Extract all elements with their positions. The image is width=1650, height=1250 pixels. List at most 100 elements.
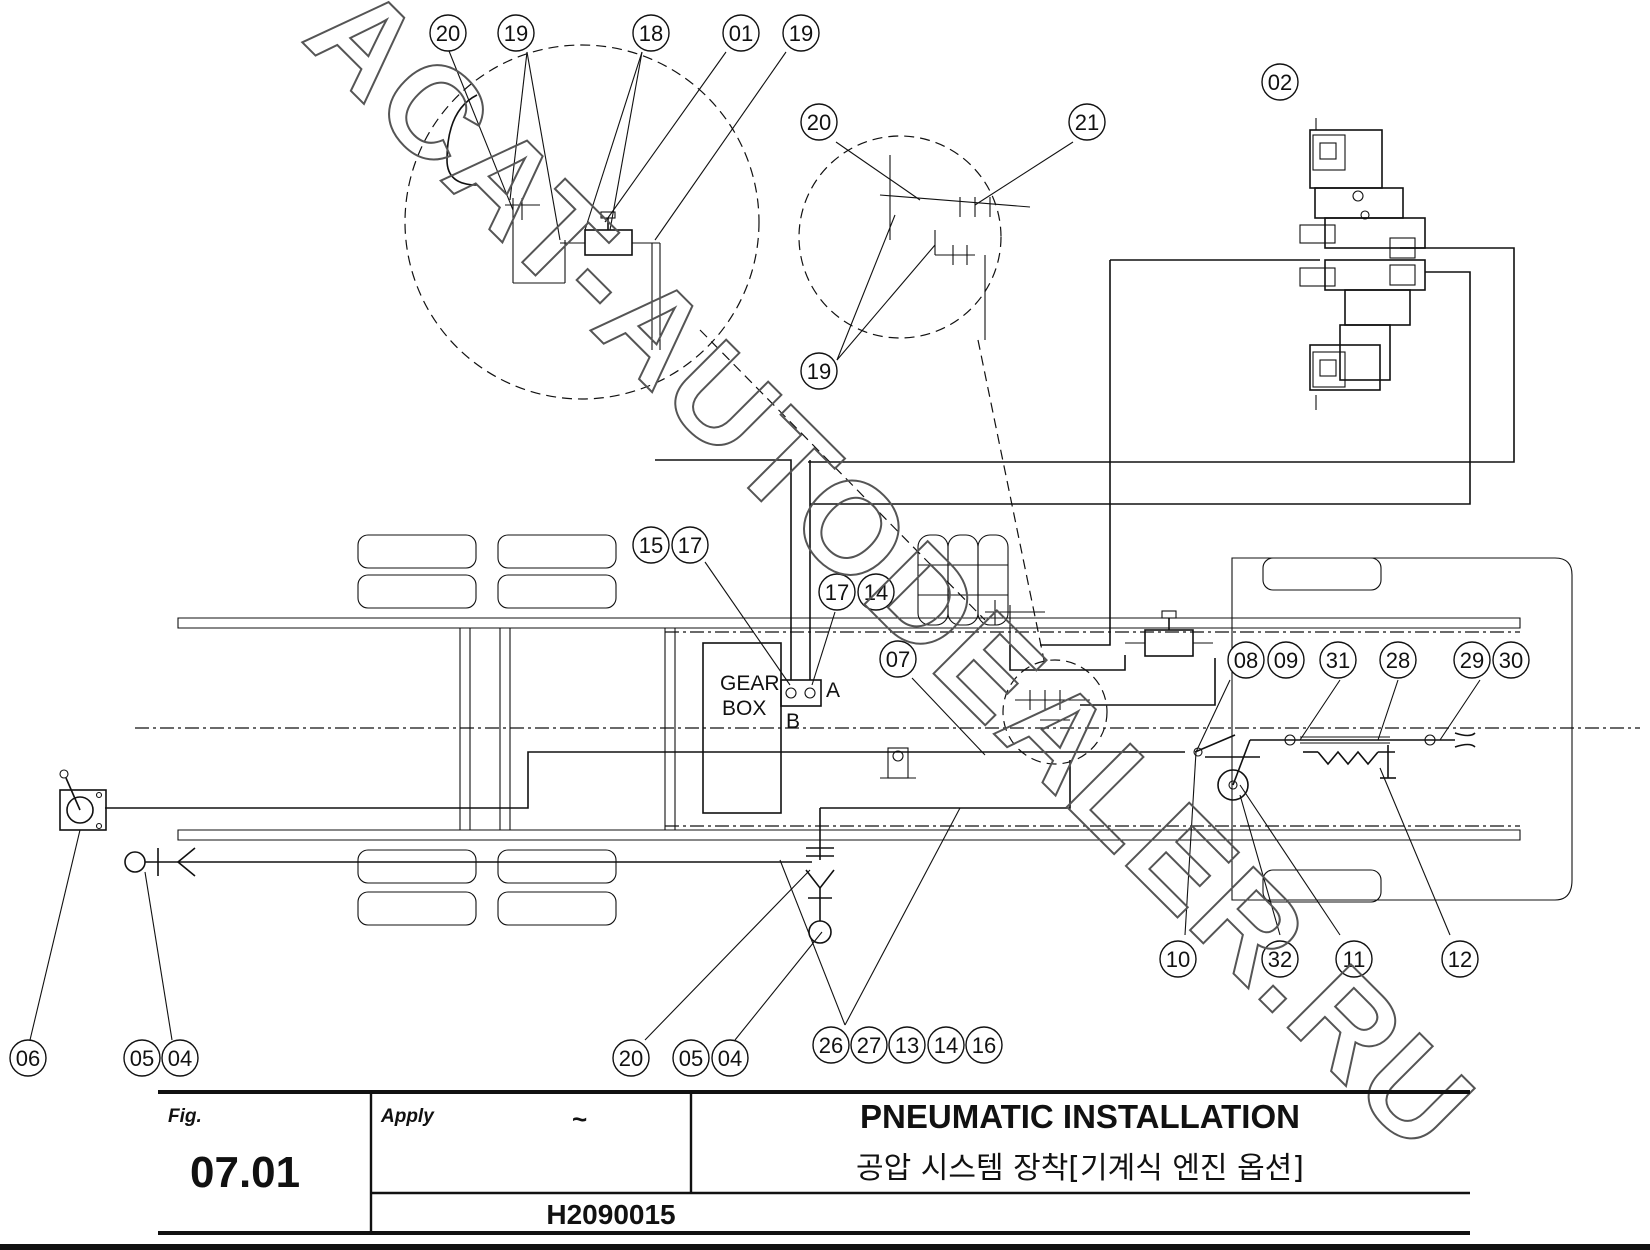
tank-fittings <box>985 600 1045 645</box>
detail-view-3 <box>1002 659 1108 765</box>
callout-01: 01 <box>722 14 760 52</box>
gear-box-label-1: GEAR <box>720 672 780 695</box>
svg-text:12: 12 <box>1448 947 1472 972</box>
callout-21: 21 <box>1068 103 1106 141</box>
callout-18: 18 <box>632 14 670 52</box>
callout-12: 12 <box>1441 940 1479 978</box>
callout-29: 29 <box>1453 641 1491 679</box>
svg-text:14: 14 <box>864 580 888 605</box>
air-tanks <box>917 534 1009 626</box>
pneumatic-lines <box>105 247 1515 863</box>
svg-text:20: 20 <box>619 1046 643 1071</box>
svg-text:01: 01 <box>729 21 753 46</box>
callout-14-b: 14 <box>927 1026 965 1064</box>
callout-17-a: 17 <box>671 526 709 564</box>
svg-text:08: 08 <box>1234 648 1258 673</box>
callout-13: 13 <box>888 1026 926 1064</box>
svg-text:06: 06 <box>16 1046 40 1071</box>
coupling-left <box>124 847 196 877</box>
apply-value: ~ <box>572 1104 587 1134</box>
svg-text:13: 13 <box>895 1033 919 1058</box>
callout-19-top: 19 <box>497 14 535 52</box>
svg-text:02: 02 <box>1268 70 1292 95</box>
svg-text:14: 14 <box>934 1033 958 1058</box>
chassis-valve <box>1125 610 1213 657</box>
callout-08: 08 <box>1227 641 1265 679</box>
detail-view-1 <box>404 44 760 400</box>
callout-group: 20 19 18 01 19 02 20 21 19 15 17 17 14 0… <box>9 14 1530 1077</box>
callout-27: 27 <box>850 1026 888 1064</box>
callout-32: 32 <box>1261 940 1299 978</box>
fig-number: 07.01 <box>190 1148 300 1197</box>
callout-04-bottom: 04 <box>711 1039 749 1077</box>
gear-box-label-2: BOX <box>722 697 766 720</box>
svg-text:16: 16 <box>972 1033 996 1058</box>
svg-text:21: 21 <box>1075 110 1099 135</box>
callout-02: 02 <box>1261 63 1299 101</box>
title-block: Fig. 07.01 Apply ~ PNEUMATIC INSTALLATIO… <box>0 1090 1650 1250</box>
inline-valve <box>880 747 916 779</box>
callout-30: 30 <box>1492 641 1530 679</box>
gear-box-port-b: B <box>786 710 800 733</box>
callout-19-detail2: 19 <box>800 352 838 390</box>
callout-19-right: 19 <box>782 14 820 52</box>
component-06 <box>59 769 107 831</box>
callout-20-top: 20 <box>429 14 467 52</box>
coupling-bottom <box>805 847 835 944</box>
svg-text:09: 09 <box>1274 648 1298 673</box>
fig-label: Fig. <box>168 1106 202 1127</box>
callout-10: 10 <box>1159 940 1197 978</box>
title-korean: 공압 시스템 장착[기계식 엔진 옵션] <box>856 1151 1304 1186</box>
callout-14-a: 14 <box>857 573 895 611</box>
callout-05-left: 05 <box>123 1039 161 1077</box>
svg-text:04: 04 <box>718 1046 742 1071</box>
svg-text:32: 32 <box>1268 947 1292 972</box>
svg-text:11: 11 <box>1343 947 1366 972</box>
detail-view-2 <box>798 135 1031 339</box>
callout-26: 26 <box>812 1026 850 1064</box>
callout-04-left: 04 <box>161 1039 199 1077</box>
svg-text:10: 10 <box>1166 947 1190 972</box>
svg-text:17: 17 <box>678 533 702 558</box>
svg-text:30: 30 <box>1499 648 1523 673</box>
svg-text:05: 05 <box>679 1046 703 1071</box>
callout-20-detail2: 20 <box>800 103 838 141</box>
svg-text:19: 19 <box>504 21 528 46</box>
callout-20-bottom: 20 <box>612 1039 650 1077</box>
title-english: PNEUMATIC INSTALLATION <box>860 1098 1300 1135</box>
svg-text:28: 28 <box>1386 648 1410 673</box>
callout-09: 09 <box>1267 641 1305 679</box>
callout-06: 06 <box>9 1039 47 1077</box>
linkage-assembly <box>1193 732 1476 801</box>
solenoid-valve-02 <box>1299 118 1426 410</box>
svg-text:07: 07 <box>886 647 910 672</box>
svg-text:20: 20 <box>436 21 460 46</box>
callout-leaders <box>29 50 1481 1041</box>
callout-11: 11 <box>1335 940 1373 978</box>
callout-05-bottom: 05 <box>672 1039 710 1077</box>
callout-07: 07 <box>879 640 917 678</box>
svg-text:19: 19 <box>807 359 831 384</box>
svg-text:27: 27 <box>857 1033 881 1058</box>
svg-text:19: 19 <box>789 21 813 46</box>
svg-text:31: 31 <box>1326 648 1350 673</box>
svg-text:17: 17 <box>825 580 849 605</box>
callout-16: 16 <box>965 1026 1003 1064</box>
chassis-frame <box>135 617 1640 841</box>
detail-leaders <box>699 329 1046 666</box>
callout-17-b: 17 <box>818 573 856 611</box>
apply-label: Apply <box>380 1106 435 1127</box>
drawing-code: H2090015 <box>546 1199 675 1230</box>
svg-text:05: 05 <box>130 1046 154 1071</box>
gear-box-port-a: A <box>826 679 840 702</box>
svg-text:20: 20 <box>807 110 831 135</box>
svg-text:18: 18 <box>639 21 663 46</box>
callout-28: 28 <box>1379 641 1417 679</box>
callout-15: 15 <box>632 526 670 564</box>
gear-box: GEAR BOX A B <box>702 642 840 814</box>
svg-text:15: 15 <box>639 533 663 558</box>
rear-wheels <box>357 534 617 926</box>
callout-31: 31 <box>1319 641 1357 679</box>
svg-text:26: 26 <box>819 1033 843 1058</box>
